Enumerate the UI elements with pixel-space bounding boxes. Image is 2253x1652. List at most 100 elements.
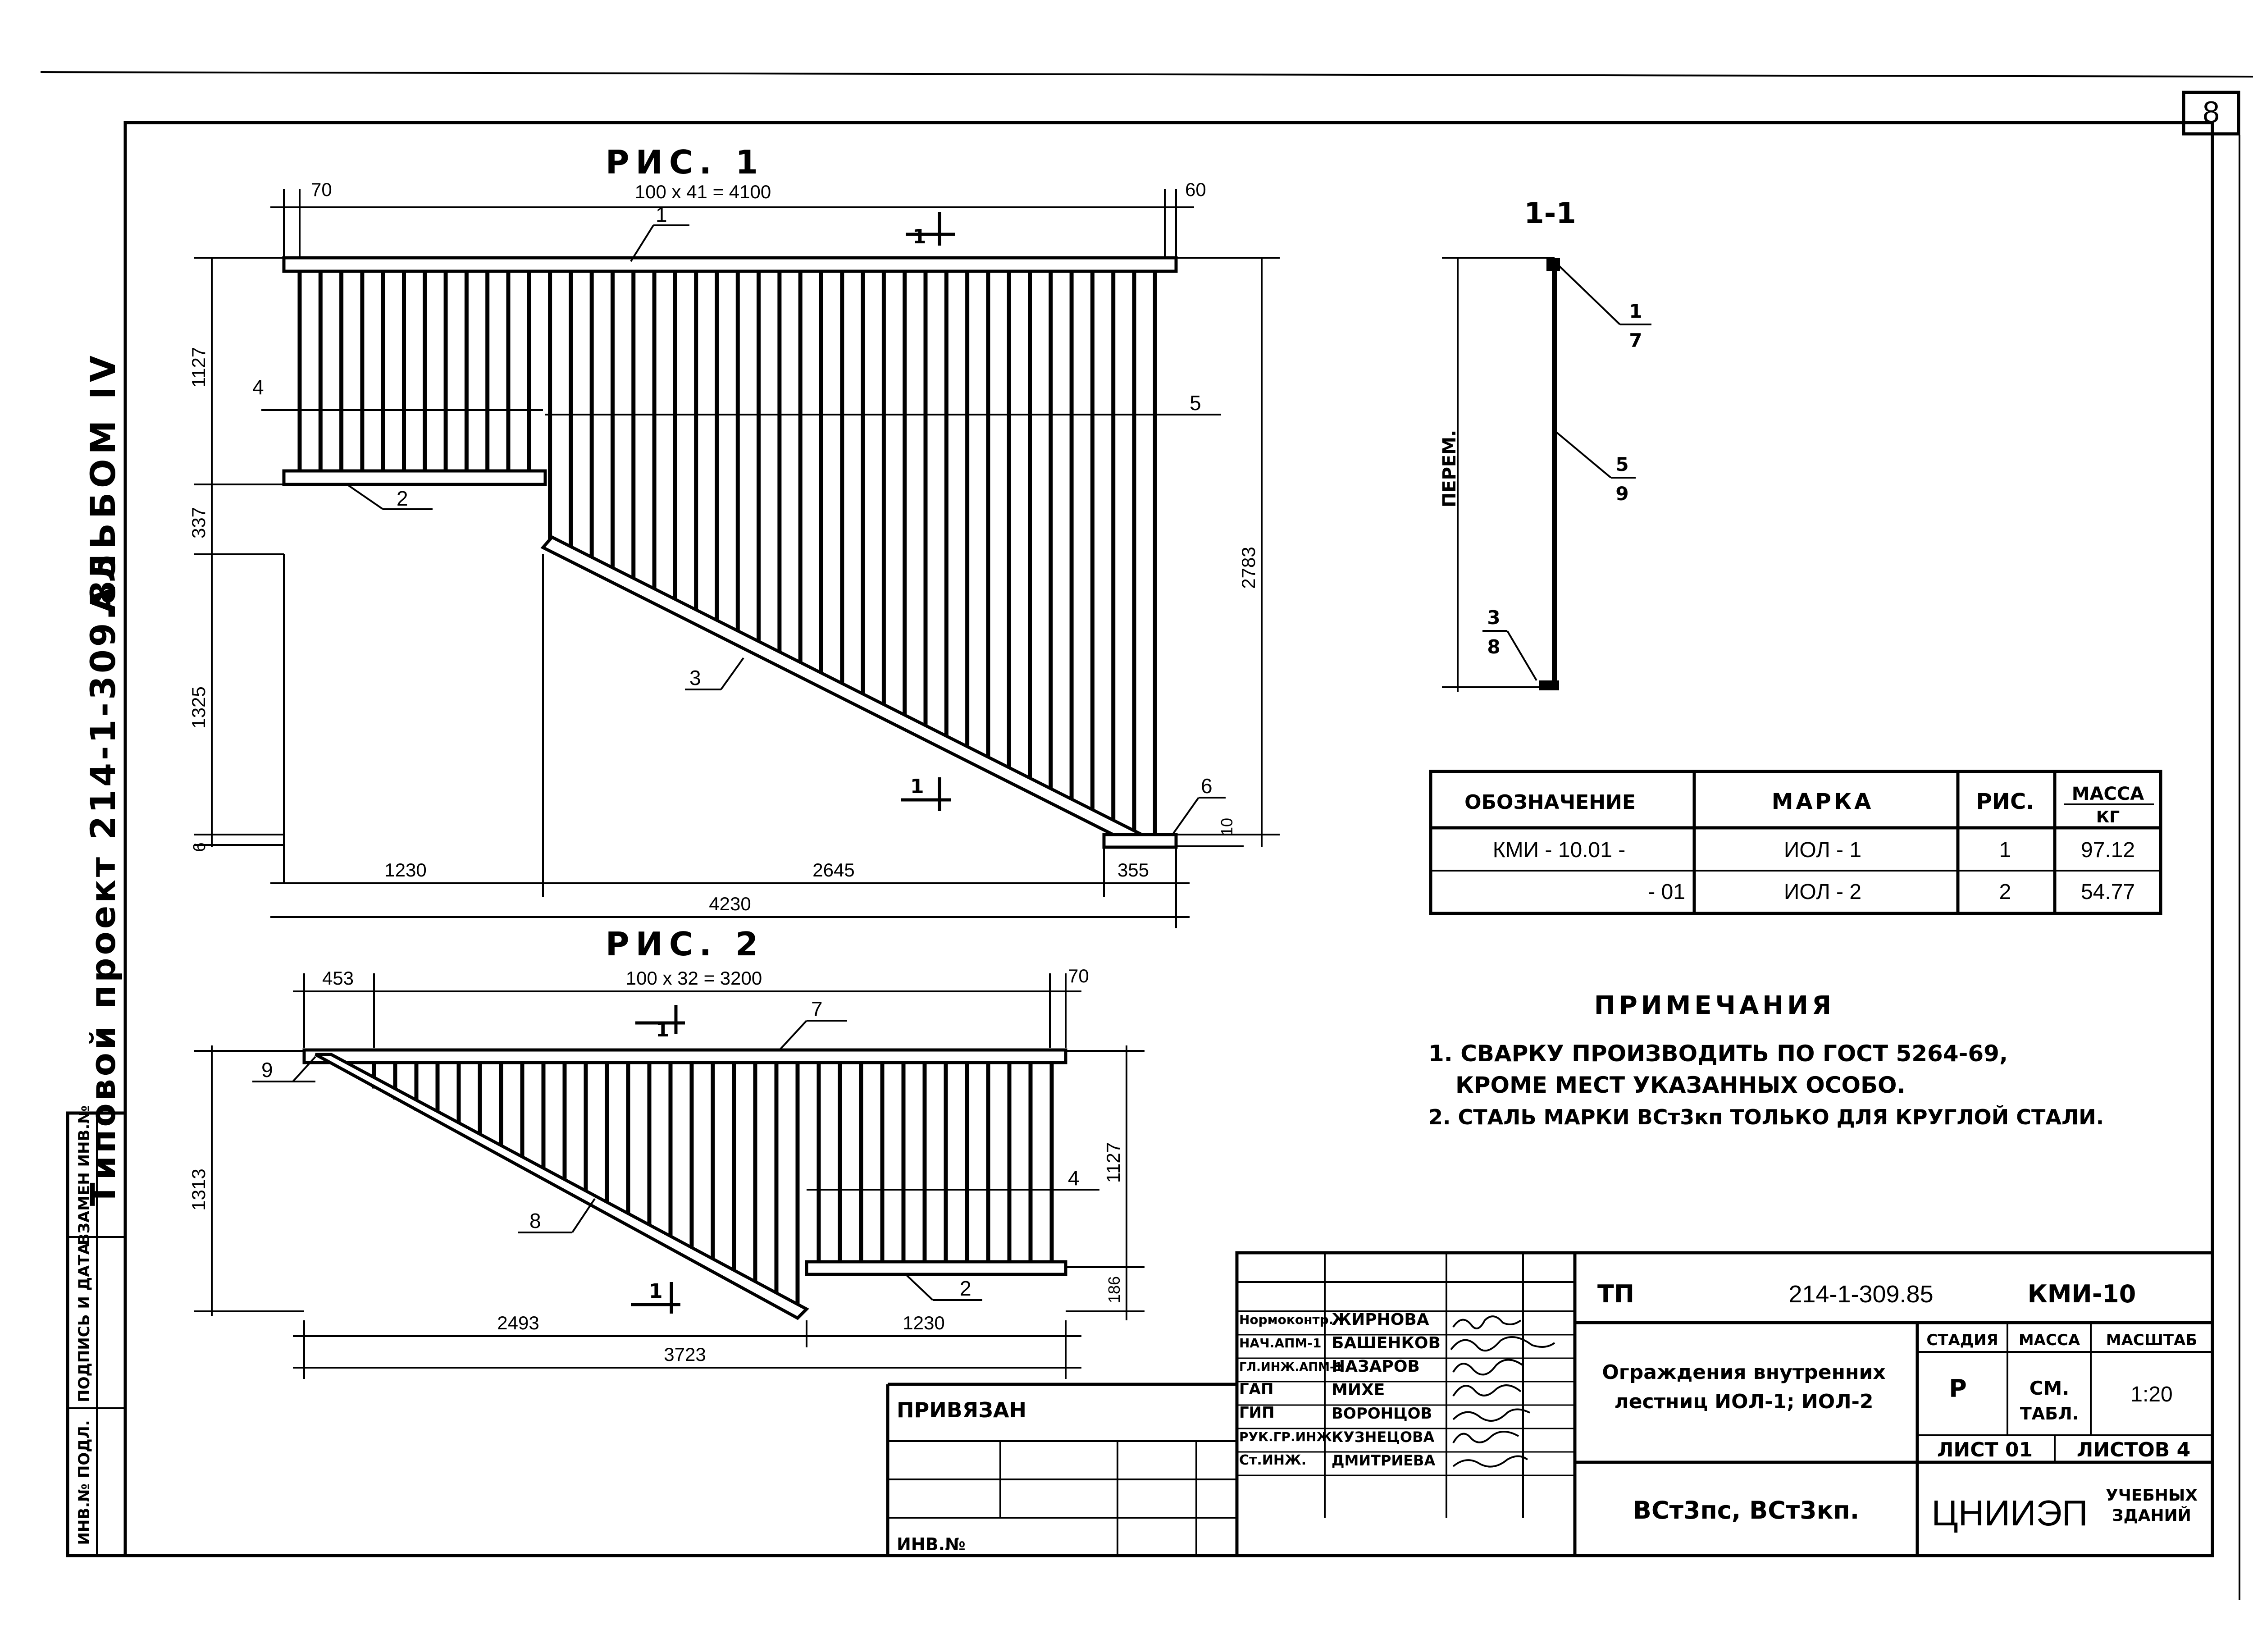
spec-r1-fig: 1 [1999, 838, 2011, 862]
section-callout-5-num: 5 [1615, 453, 1628, 475]
fig2-dim-top-right: 70 [1068, 965, 1089, 986]
fig1-landing-rail [282, 469, 547, 486]
tb-name-3: МИХЕ [1332, 1381, 1385, 1399]
stamp-vzamen: ВЗАМЕН ИНВ.№ [75, 1105, 93, 1245]
tb-name-6: ДМИТРИЕВА [1332, 1452, 1435, 1469]
page-number: 8 [2203, 95, 2220, 129]
tb-name-1: БАШЕНКОВ [1332, 1334, 1441, 1352]
tb-title-line-2: лестниц ИОЛ-1; ИОЛ-2 [1614, 1390, 1873, 1413]
spec-r1-mark: ИОЛ - 1 [1784, 838, 1861, 862]
tb-role-6: Ст.ИНЖ. [1239, 1452, 1306, 1468]
fig1-callout-4: 4 [252, 375, 264, 399]
tb-role-1: НАЧ.АПМ-1 [1239, 1336, 1321, 1351]
tb-sheets: ЛИСТОВ 4 [2077, 1438, 2191, 1461]
spec-r2-mass: 54.77 [2081, 880, 2135, 904]
spec-r1-designation: КМИ - 10.01 - [1493, 838, 1626, 862]
fig2-section-mark-bottom: 1 [649, 1280, 663, 1303]
fig2-callout-9: 9 [261, 1058, 273, 1082]
fig1-dim-left-mid: 337 [188, 507, 209, 538]
section-callout-3-num: 3 [1487, 607, 1500, 629]
fig2-callout-7: 7 [811, 997, 823, 1021]
tb-role-2: ГЛ.ИНЖ.АПМ-1 [1239, 1360, 1343, 1374]
tb-role-5: РУК.ГР.ИНЖ. [1239, 1429, 1336, 1444]
spec-table: ОБОЗНАЧЕНИЕ МАРКА РИС. МАССА КГ КМИ - 10… [1429, 770, 2162, 915]
top-trim-line [40, 71, 2253, 78]
fig1-callout-1: 1 [656, 203, 667, 226]
notes-title: ПРИМЕЧАНИЯ [1594, 991, 1835, 1020]
section-callout-1-num: 1 [1629, 300, 1642, 322]
tb-mark: КМИ-10 [2028, 1280, 2136, 1308]
fig1-callout-5: 5 [1190, 391, 1201, 415]
tb-tp: ТП [1597, 1280, 1634, 1308]
tb-stage-label: СТАДИЯ [1926, 1331, 1998, 1349]
tb-stage: Р [1949, 1374, 1967, 1403]
fig1-title: РИС. 1 [606, 143, 764, 181]
fig1-dim-top-left: 70 [311, 179, 332, 200]
sheet-border [123, 121, 2214, 1557]
tb-scale-label: МАСШТАБ [2106, 1331, 2198, 1349]
fig1-dim-bottom-a: 1230 [384, 859, 426, 881]
tb-title-line-1: Ограждения внутренних [1602, 1361, 1885, 1384]
fig1-dim-top-mid: 100 x 41 = 4100 [635, 181, 771, 202]
spec-r2-fig: 2 [1999, 880, 2011, 904]
note-line-3: 2. СТАЛЬ МАРКИ ВСт3кп ТОЛЬКО ДЛЯ КРУГЛОЙ… [1428, 1105, 2104, 1129]
section-callout-5-den: 9 [1615, 483, 1628, 505]
fig1-dim-bottom-total: 4230 [709, 893, 751, 914]
fig2-dim-top-left: 453 [322, 967, 354, 989]
fig2-dim-top-mid: 100 x 32 = 3200 [626, 967, 762, 989]
section-callout-1-den: 7 [1629, 329, 1642, 351]
fig1-dim-right-total: 2783 [1238, 547, 1259, 589]
spec-r2-designation: - 01 [1648, 880, 1685, 904]
tb-name-0: ЖИРНОВА [1332, 1310, 1429, 1329]
spec-header-mass: МАССА [2072, 784, 2144, 804]
fig1-top-rail [282, 256, 1178, 273]
tb-role-4: ГИП [1239, 1404, 1275, 1422]
side-stamp: ИНВ.№ ПОДЛ. ПОДПИСЬ И ДАТА ВЗАМЕН ИНВ.№ [66, 1105, 127, 1557]
album-label: АЛЬБОМ IV [83, 351, 123, 613]
project-label: Типовой проект 214-1-309.85 [83, 552, 123, 1206]
tb-org-sub1: УЧЕБНЫХ [2106, 1486, 2198, 1505]
tb-mass-line2: ТАБЛ. [2020, 1404, 2079, 1424]
fig2-stair-stringer [315, 1053, 809, 1320]
fig1-dim-bottom-b: 2645 [812, 859, 854, 881]
tb-privyazan: ПРИВЯЗАН [897, 1398, 1026, 1422]
note-line-2: КРОМЕ МЕСТ УКАЗАННЫХ ОСОБО. [1455, 1072, 1906, 1098]
fig2-callout-8: 8 [529, 1209, 541, 1232]
fig1-section-mark-bottom: 1 [910, 775, 924, 798]
stamp-podpis: ПОДПИСЬ И ДАТА [75, 1242, 93, 1402]
fig1-dim-left-lower: 1325 [188, 686, 209, 728]
fig1-dim-bottom-c: 355 [1117, 859, 1149, 881]
tb-role-3: ГАП [1239, 1380, 1273, 1398]
section-1-1: 1-1 ПЕРЕМ. 1 7 5 9 3 8 [1439, 197, 1651, 692]
spec-r1-mass: 97.12 [2081, 838, 2135, 862]
section-top-rail [1546, 258, 1560, 271]
fig1-posts [297, 270, 1157, 836]
section-bottom-rail [1539, 680, 1559, 690]
fig2-section-mark-top: 1 [656, 1018, 670, 1041]
title-block: ПРИВЯЗАН ИНВ.№ Нормоконтр. НАЧ.АПМ-1 ГЛ.… [886, 1251, 2214, 1557]
fig2-title: РИС. 2 [606, 925, 764, 963]
spec-header-designation: ОБОЗНАЧЕНИЕ [1464, 791, 1636, 814]
tb-material: ВСт3пс, ВСт3кп. [1633, 1496, 1859, 1524]
note-line-1: 1. СВАРКУ ПРОИЗВОДИТЬ ПО ГОСТ 5264-69, [1428, 1040, 2008, 1067]
spec-header-unit: КГ [2096, 808, 2120, 826]
spec-header-fig: РИС. [1976, 789, 2034, 814]
tb-name-2: НАЗАРОВ [1332, 1357, 1420, 1376]
tb-role-0: Нормоконтр. [1239, 1312, 1333, 1327]
section-title: 1-1 [1524, 197, 1576, 230]
tb-mass-label: МАССА [2019, 1331, 2080, 1349]
spec-header-mark: МАРКА [1772, 789, 1874, 814]
fig1-callout-2: 2 [397, 487, 408, 510]
fig2-dim-right-upper: 1127 [1103, 1142, 1124, 1183]
fig1-dim-top-right: 60 [1185, 179, 1206, 200]
figure-1: РИС. 1 70 100 x 41 = 4100 60 1127 337 13… [188, 143, 1280, 928]
fig2-callout-4: 4 [1068, 1166, 1080, 1190]
tb-code: 214-1-309.85 [1788, 1281, 1933, 1308]
tb-org-sub2: ЗДАНИЙ [2112, 1506, 2191, 1525]
section-callout-3-den: 8 [1487, 636, 1500, 658]
page-number-box [2182, 91, 2240, 136]
fig1-callout-3: 3 [689, 666, 701, 689]
tb-scale: 1:20 [2130, 1383, 2172, 1406]
notes-block: ПРИМЕЧАНИЯ 1. СВАРКУ ПРОИЗВОДИТЬ ПО ГОСТ… [1428, 991, 2104, 1129]
